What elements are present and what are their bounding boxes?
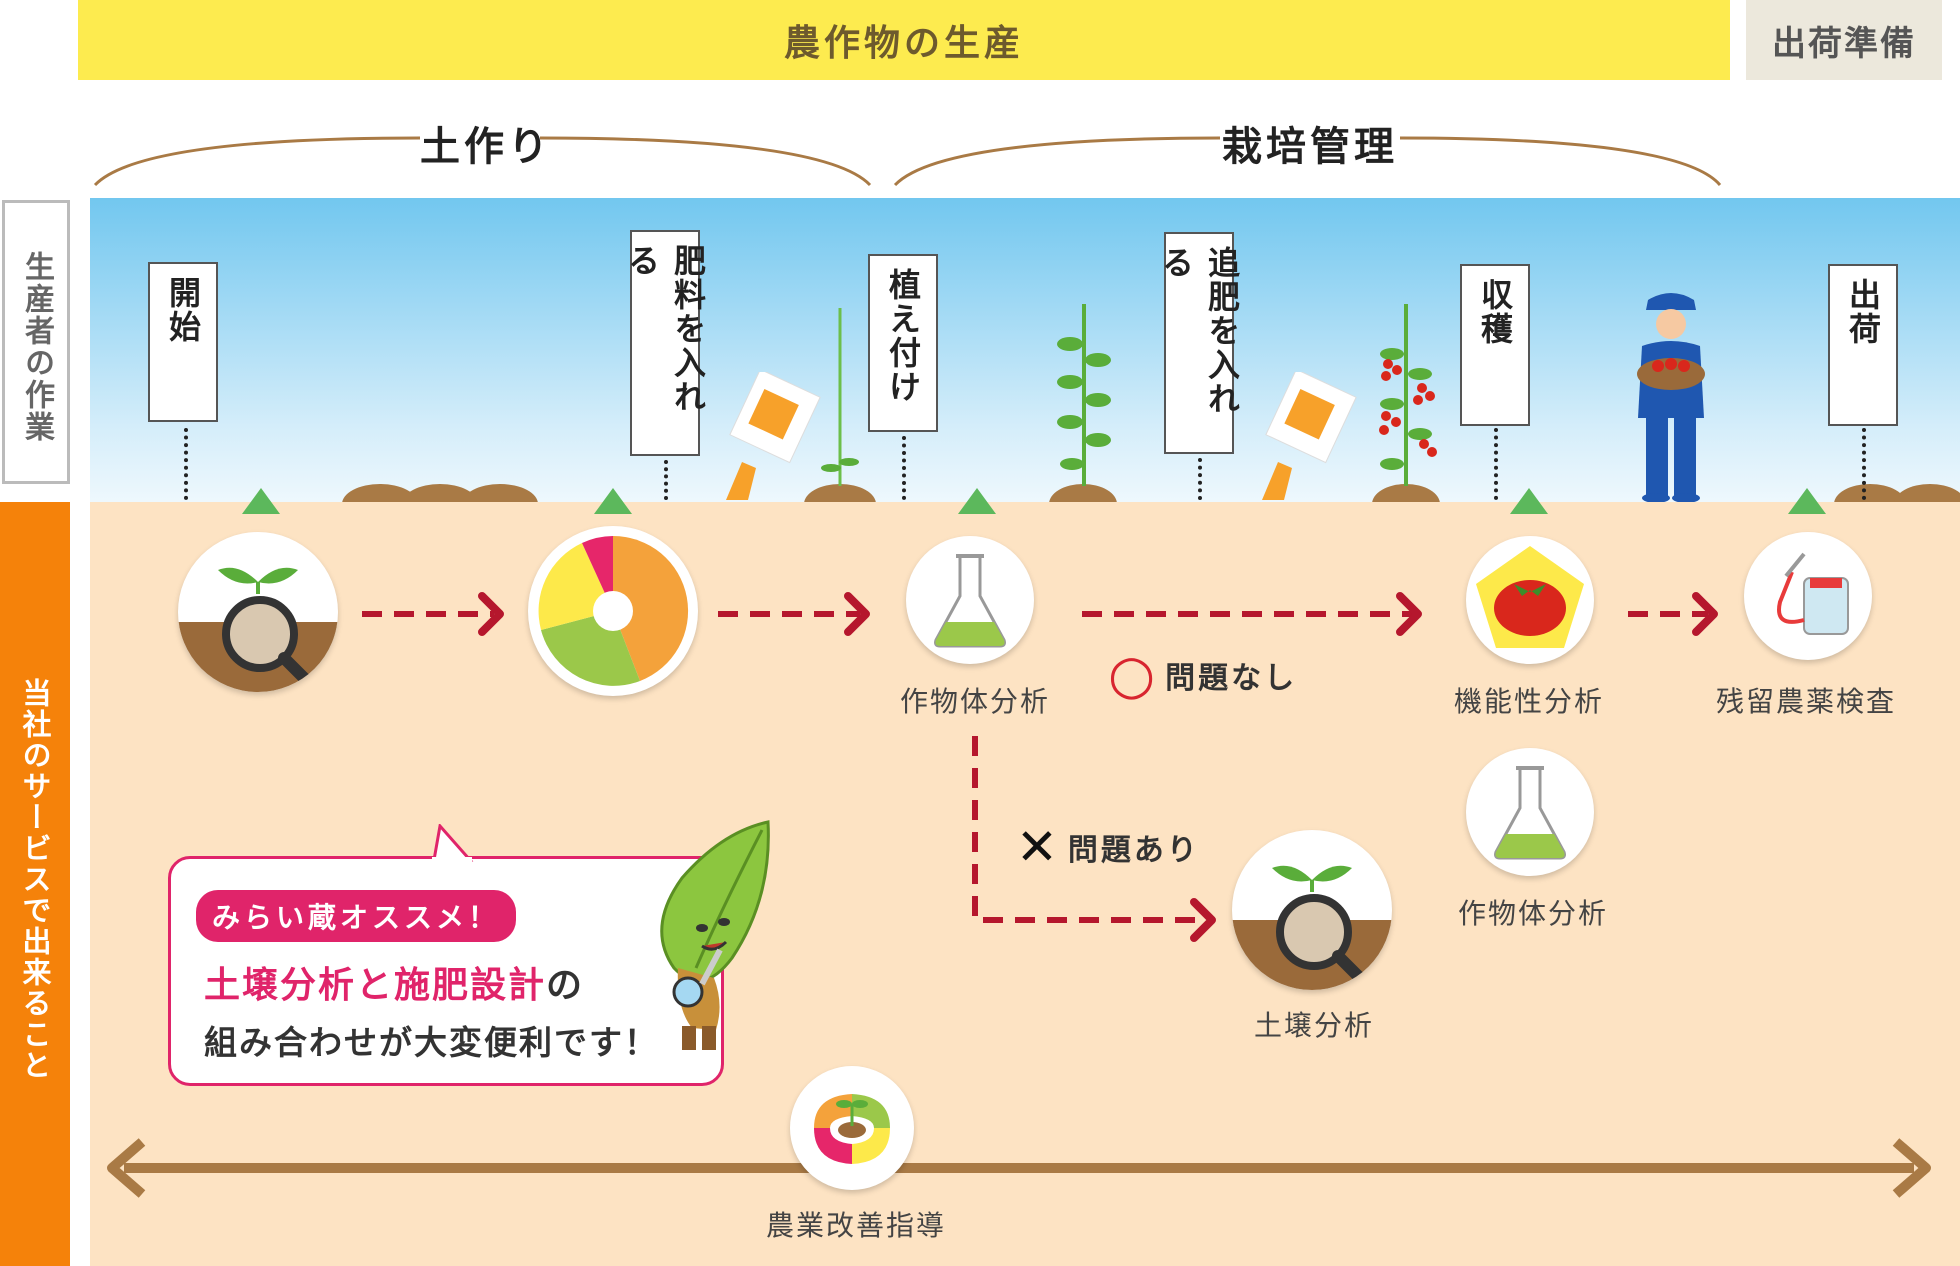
step-marker-triangle xyxy=(958,488,996,514)
circle-ok-icon: ○ xyxy=(1108,643,1156,706)
step-stem xyxy=(664,460,668,500)
step-sign-label: 植え付け xyxy=(884,268,922,404)
step-stem xyxy=(1494,428,1498,500)
residue-inspection-icon xyxy=(1744,532,1872,660)
pie-chart-icon xyxy=(533,531,693,691)
step-sign-planting: 植え付け xyxy=(868,254,938,432)
plant-analysis-label: 作物体分析 xyxy=(900,685,1051,718)
step-sign-topdress: 追肥を入れる xyxy=(1157,232,1241,454)
fertilizer-bag-icon xyxy=(726,372,821,500)
callout-line-2: 組み合わせが大変便利です！ xyxy=(204,1023,659,1062)
callout-line-1-tail: の xyxy=(546,965,585,1006)
farmer-icon xyxy=(1637,293,1705,503)
step-sign-ship: 出荷 xyxy=(1828,264,1898,426)
flask-icon xyxy=(934,554,1006,648)
ok-branch-label: 問題なし xyxy=(1165,661,1298,696)
agri-guidance-label: 農業改善指導 xyxy=(766,1209,947,1242)
fertilizer-bag-icon xyxy=(1262,372,1357,500)
tomato-icon xyxy=(1476,546,1584,648)
flask-icon xyxy=(1494,766,1566,860)
step-stem xyxy=(1198,458,1202,500)
cross-ng-icon: ✕ xyxy=(1016,818,1058,876)
producer-row-label: 生産者の作業 xyxy=(19,251,54,443)
step-sign-label: 追肥を入れる xyxy=(1157,246,1241,416)
agri-guidance-icon xyxy=(790,1066,914,1190)
sprayer-icon xyxy=(1777,552,1849,635)
leaf-mascot-icon xyxy=(660,820,770,1050)
callout-line-1: 土壌分析と施肥設計の xyxy=(204,956,584,1008)
tomato-plant-icon xyxy=(1379,304,1437,486)
soil-phase-label: 土作り xyxy=(420,124,552,170)
plant-analysis-label-2: 作物体分析 xyxy=(1458,897,1609,930)
callout-line-1-em: 土壌分析と施肥設計 xyxy=(204,965,547,1006)
step-sign-fertilize: 肥料を入れる xyxy=(623,230,707,456)
young-plant-icon xyxy=(1057,304,1111,486)
residue-inspection-label: 残留農薬検査 xyxy=(1716,685,1897,718)
production-band: 農作物の生産 xyxy=(78,0,1730,80)
producer-row-label-box: 生産者の作業 xyxy=(2,200,70,484)
soil-analysis-icon-2 xyxy=(1232,830,1392,990)
ng-branch-label: 問題あり xyxy=(1067,833,1200,868)
functional-analysis-icon xyxy=(1466,536,1594,664)
callout-tail xyxy=(432,824,474,862)
shipping-prep-band: 出荷準備 xyxy=(1746,0,1942,80)
step-marker-triangle xyxy=(1510,488,1548,514)
ng-branch: ✕ 問題あり xyxy=(1016,822,1200,872)
step-stem xyxy=(184,428,188,500)
cultivation-phase-label: 栽培管理 xyxy=(1222,124,1398,170)
step-marker-triangle xyxy=(594,488,632,514)
plant-analysis-icon xyxy=(906,536,1034,664)
magnifier-icon xyxy=(1232,865,1392,990)
magnifier-icon xyxy=(178,567,338,692)
phase-braces xyxy=(93,136,1722,187)
soil-analysis-icon xyxy=(178,532,338,692)
step-sign-label: 肥料を入れる xyxy=(623,244,707,414)
soil-cycle-icon xyxy=(814,1094,890,1164)
plant-analysis-icon-2 xyxy=(1466,748,1594,876)
ok-branch: ○ 問題なし xyxy=(1108,648,1297,702)
step-stem xyxy=(902,436,906,500)
step-sign-label: 収穫 xyxy=(1476,278,1514,346)
cultivation-phase-brace xyxy=(893,136,1722,187)
step-marker-triangle xyxy=(242,488,280,514)
step-sign-label: 開始 xyxy=(164,276,202,344)
step-sign-harvest: 収穫 xyxy=(1460,264,1530,426)
soil-phase-brace xyxy=(93,136,872,187)
step-sign-label: 出荷 xyxy=(1844,278,1882,346)
soil-analysis-label: 土壌分析 xyxy=(1254,1009,1375,1042)
service-row-label: 当社のサービスで出来ること xyxy=(18,678,52,1081)
functional-analysis-label: 機能性分析 xyxy=(1454,685,1605,718)
step-sign-start: 開始 xyxy=(148,262,218,422)
step-marker-triangle xyxy=(1788,488,1826,514)
service-row-label-box: 当社のサービスで出来ること xyxy=(0,502,70,1266)
recommendation-badge: みらい蔵オススメ！ xyxy=(196,890,517,942)
fertilizer-design-pie-icon xyxy=(528,526,698,696)
step-stem xyxy=(1862,428,1866,500)
sprout-icon xyxy=(821,308,859,486)
